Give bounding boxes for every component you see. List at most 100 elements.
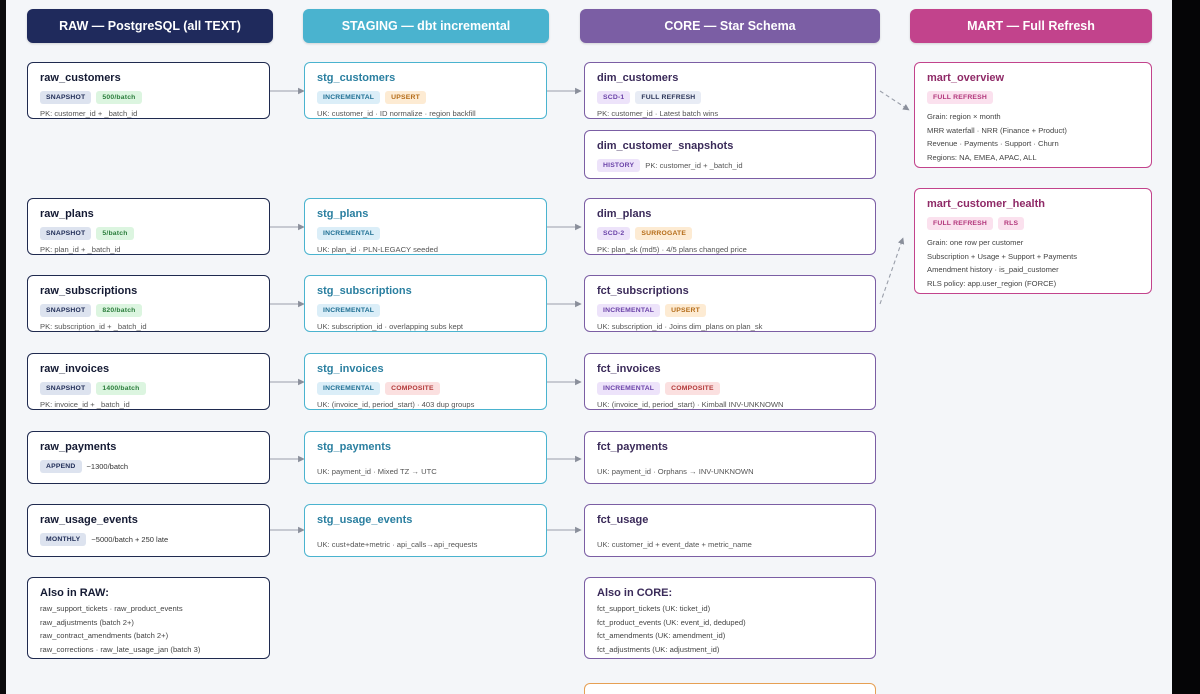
node-key: UK: customer_id · ID normalize · region …	[317, 109, 476, 118]
node-title: stg_usage_events	[317, 514, 413, 526]
mart-line: MRR waterfall · NRR (Finance + Product)	[927, 125, 1067, 135]
scd-2-badge: SCD-2	[597, 226, 631, 240]
batch-size-badge: 5/batch	[96, 226, 134, 240]
mart-line: Amendment history · is_paid_customer	[927, 265, 1059, 274]
snapshot-badge: SNAPSHOT	[40, 90, 92, 104]
mart-line: Revenue · Payments · Support · Churn	[927, 139, 1059, 148]
mart-customer-health-node[interactable]: mart_customer_health FULL REFRESH RLS Gr…	[914, 188, 1152, 294]
incremental-badge: INCREMENTAL	[317, 90, 381, 104]
pipeline-diagram-canvas: RAW — PostgreSQL (all TEXT) STAGING — db…	[6, 0, 1172, 694]
mart-layer-header: MART — Full Refresh	[910, 9, 1152, 43]
node-key: UK: subscription_id · Joins dim_plans on…	[597, 322, 763, 331]
node-title: fct_usage	[597, 514, 649, 526]
incremental-badge: INCREMENTAL	[317, 381, 381, 395]
monthly-badge: MONTHLY	[40, 532, 87, 546]
node-title: stg_plans	[317, 208, 369, 220]
node-title: raw_invoices	[40, 363, 110, 375]
raw-subscriptions-node[interactable]: raw_subscriptions SNAPSHOT 820/batch PK:…	[27, 275, 270, 332]
full-refresh-badge: FULL REFRESH	[635, 90, 702, 104]
node-key: UK: plan_id · PLN-LEGACY seeded	[317, 245, 439, 254]
mart-line: Grain: one row per customer	[927, 238, 1024, 247]
also-line: raw_contract_amendments (batch 2+)	[40, 631, 169, 640]
arrow-core-mart-overview	[879, 90, 910, 111]
also-line: fct_amendments (UK: amendment_id)	[597, 631, 726, 640]
node-title: Also in CORE:	[597, 587, 673, 599]
raw-layer-header: RAW — PostgreSQL (all TEXT)	[27, 9, 273, 43]
node-title: stg_payments	[317, 441, 391, 453]
surrogate-badge: SURROGATE	[635, 226, 693, 240]
node-key: PK: customer_id + _batch_id	[645, 160, 743, 170]
dim-customer-snapshots-node[interactable]: dim_customer_snapshots HISTORY PK: custo…	[584, 130, 876, 179]
node-title: stg_subscriptions	[317, 285, 412, 297]
fct-usage-node[interactable]: fct_usage UK: customer_id + event_date +…	[584, 504, 876, 557]
scd-1-badge: SCD-1	[597, 90, 631, 104]
incremental-badge: INCREMENTAL	[317, 303, 381, 317]
node-key: PK: customer_id · Latest batch wins	[597, 109, 719, 118]
node-title: Also in RAW:	[40, 587, 109, 599]
batch-size-note: ~5000/batch + 250 late	[91, 534, 169, 544]
raw-also-node: Also in RAW: raw_support_tickets · raw_p…	[27, 577, 270, 659]
node-title: fct_invoices	[597, 363, 661, 375]
mart-line: RLS policy: app.user_region (FORCE)	[927, 278, 1057, 288]
node-key: UK: (invoice_id, period_start) · Kimball…	[597, 400, 784, 409]
stg-payments-node[interactable]: stg_payments UK: payment_id · Mixed TZ →…	[304, 431, 547, 484]
history-badge: HISTORY	[597, 158, 641, 172]
node-title: dim_customer_snapshots	[597, 140, 734, 152]
node-key: PK: customer_id + _batch_id	[40, 109, 138, 118]
full-refresh-badge: FULL REFRESH	[927, 90, 994, 104]
full-refresh-badge: FULL REFRESH	[927, 216, 994, 230]
incremental-badge: INCREMENTAL	[317, 226, 381, 240]
fct-invoices-node[interactable]: fct_invoices INCREMENTAL COMPOSITE UK: (…	[584, 353, 876, 410]
composite-badge: COMPOSITE	[385, 381, 440, 395]
raw-invoices-node[interactable]: raw_invoices SNAPSHOT 1400/batch PK: inv…	[27, 353, 270, 410]
node-title: raw_usage_events	[40, 514, 138, 526]
node-key: PK: invoice_id + _batch_id	[40, 400, 130, 409]
raw-payments-node[interactable]: raw_payments APPEND ~1300/batch	[27, 431, 270, 484]
mart-line: Regions: NA, EMEA, APAC, ALL	[927, 152, 1037, 162]
upsert-badge: UPSERT	[665, 303, 706, 317]
mart-line: Subscription + Usage + Support + Payment…	[927, 251, 1078, 261]
node-key: PK: plan_sk (md5) · 4/5 plans changed pr…	[597, 245, 747, 254]
snapshot-badge: SNAPSHOT	[40, 303, 92, 317]
stg-plans-node[interactable]: stg_plans INCREMENTAL UK: plan_id · PLN-…	[304, 198, 547, 255]
raw-customers-node[interactable]: raw_customers SNAPSHOT 500/batch PK: cus…	[27, 62, 270, 119]
node-key: UK: payment_id · Mixed TZ → UTC	[317, 467, 437, 476]
raw-usage-events-node[interactable]: raw_usage_events MONTHLY ~5000/batch + 2…	[27, 504, 270, 557]
mart-line: Grain: region × month	[927, 112, 1001, 121]
node-key: PK: subscription_id + _batch_id	[40, 322, 147, 331]
node-title: raw_payments	[40, 441, 117, 453]
stg-customers-node[interactable]: stg_customers INCREMENTAL UPSERT UK: cus…	[304, 62, 547, 119]
node-title: raw_customers	[40, 72, 121, 84]
node-key: UK: customer_id + event_date + metric_na…	[597, 540, 752, 549]
stg-subscriptions-node[interactable]: stg_subscriptions INCREMENTAL UK: subscr…	[304, 275, 547, 332]
node-title: fct_payments	[597, 441, 668, 453]
upsert-badge: UPSERT	[385, 90, 426, 104]
fct-subscriptions-node[interactable]: fct_subscriptions INCREMENTAL UPSERT UK:…	[584, 275, 876, 332]
stg-usage-events-node[interactable]: stg_usage_events UK: cust+date+metric · …	[304, 504, 547, 557]
rls-badge: RLS	[998, 216, 1025, 230]
mart-overview-node[interactable]: mart_overview FULL REFRESH Grain: region…	[914, 62, 1152, 168]
stg-invoices-node[interactable]: stg_invoices INCREMENTAL COMPOSITE UK: (…	[304, 353, 547, 410]
node-title: stg_invoices	[317, 363, 384, 375]
also-line: raw_adjustments (batch 2+)	[40, 617, 134, 627]
also-line: fct_adjustments (UK: adjustment_id)	[597, 644, 720, 654]
dim-customers-node[interactable]: dim_customers SCD-1 FULL REFRESH PK: cus…	[584, 62, 876, 119]
batch-size-badge: 500/batch	[96, 90, 142, 104]
batch-size-badge: 1400/batch	[96, 381, 146, 395]
also-line: raw_corrections · raw_late_usage_jan (ba…	[40, 644, 201, 654]
raw-plans-node[interactable]: raw_plans SNAPSHOT 5/batch PK: plan_id +…	[27, 198, 270, 255]
lineage-arrows	[270, 87, 910, 534]
partially-visible-node	[584, 683, 876, 694]
composite-badge: COMPOSITE	[665, 381, 720, 395]
node-title: raw_plans	[40, 208, 94, 220]
core-also-node: Also in CORE: fct_support_tickets (UK: t…	[584, 577, 876, 659]
staging-layer-header: STAGING — dbt incremental	[303, 9, 549, 43]
arrow-core-mart-health	[879, 237, 905, 305]
fct-payments-node[interactable]: fct_payments UK: payment_id · Orphans → …	[584, 431, 876, 484]
dim-plans-node[interactable]: dim_plans SCD-2 SURROGATE PK: plan_sk (m…	[584, 198, 876, 255]
node-title: fct_subscriptions	[597, 285, 689, 297]
window-edge	[1172, 0, 1200, 694]
also-line: fct_product_events (UK: event_id, dedupe…	[597, 617, 746, 627]
also-line: raw_support_tickets · raw_product_events	[40, 604, 183, 613]
incremental-badge: INCREMENTAL	[597, 381, 661, 395]
